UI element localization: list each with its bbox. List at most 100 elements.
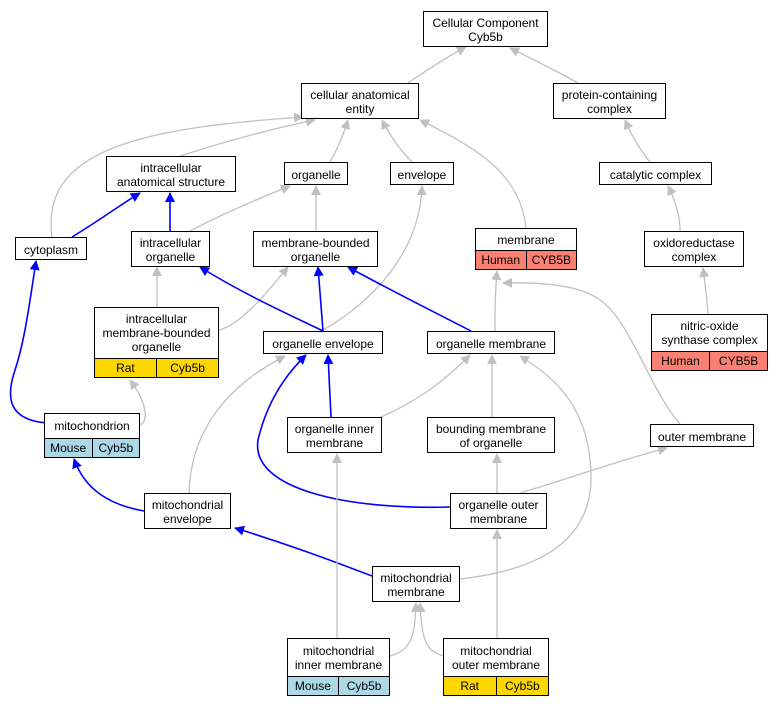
edge-cellular-anatomical-entity-to-cellular-component: [407, 46, 467, 84]
edge-organelle-envelope-to-intracellular-organelle: [199, 266, 324, 332]
node-label: protein-containing complex: [561, 88, 658, 116]
edge-nitric-oxide-synthase-complex-to-oxidoreductase-complex: [699, 267, 710, 315]
annotation-tags: Rat Cyb5b: [442, 676, 550, 697]
edge-mitochondrial-membrane-to-organelle-membrane: [459, 355, 592, 580]
node-nitric-oxide-synthase-complex[interactable]: nitric-oxide synthase complex Human CYB5…: [650, 314, 769, 372]
node-label: organelle outer membrane: [458, 498, 539, 526]
species-tag: Human: [474, 250, 527, 271]
node-organelle-outer-membrane[interactable]: organelle outer membrane: [450, 493, 547, 529]
edge-mitochondrion-to-intracellular-membrane-bounded-organelle: [129, 379, 146, 426]
gene-tag: Cyb5b: [339, 676, 391, 697]
node-intracellular-organelle[interactable]: intracellular organelle: [131, 231, 210, 267]
edge-mitochondrial-envelope-to-organelle-envelope: [188, 355, 286, 494]
gene-tag: CYB5B: [710, 351, 769, 372]
node-label: mitochondrial envelope: [151, 498, 224, 526]
node-label: catalytic complex: [609, 167, 702, 182]
node-catalytic-complex[interactable]: catalytic complex: [599, 162, 712, 185]
edge-membrane-to-cellular-anatomical-entity: [419, 119, 527, 229]
node-label: organelle inner membrane: [294, 422, 375, 450]
node-label: organelle: [291, 167, 341, 182]
node-cellular-component[interactable]: Cellular Component Cyb5b: [423, 11, 548, 47]
annotation-tags: Mouse Cyb5b: [286, 676, 391, 697]
node-label: intracellular anatomical structure: [116, 161, 226, 189]
gene-tag: CYB5B: [526, 250, 578, 271]
edge-cytoplasm-to-intracellular-anatomical-structure: [71, 192, 141, 238]
node-organelle-inner-membrane[interactable]: organelle inner membrane: [287, 417, 382, 453]
node-bounding-membrane-of-organelle[interactable]: bounding membrane of organelle: [427, 417, 555, 453]
edge-outer-membrane-to-membrane: [502, 277, 681, 425]
species-tag: Human: [650, 351, 710, 372]
gene-tag: Cyb5b: [92, 438, 141, 459]
node-mitochondrial-membrane[interactable]: mitochondrial membrane: [372, 566, 460, 602]
edge-organelle-envelope-to-membrane-bounded-organelle: [313, 266, 324, 332]
node-oxidoreductase-complex[interactable]: oxidoreductase complex: [644, 231, 744, 267]
gene-tag: Cyb5b: [496, 676, 550, 697]
node-label: intracellular membrane-bounded organelle: [102, 312, 211, 354]
edge-mitochondrial-membrane-to-mitochondrial-envelope: [234, 525, 373, 577]
edge-organelle-envelope-to-envelope: [320, 185, 427, 332]
node-label: cytoplasm: [23, 242, 79, 257]
edge-mitochondrial-envelope-to-mitochondrion: [72, 458, 145, 512]
node-organelle[interactable]: organelle: [284, 162, 348, 185]
node-mitochondrial-inner-membrane[interactable]: mitochondrial inner membrane Mouse Cyb5b: [286, 638, 391, 697]
node-label: envelope: [397, 167, 447, 182]
node-label: mitochondrion: [54, 419, 130, 433]
node-mitochondrial-outer-membrane[interactable]: mitochondrial outer membrane Rat Cyb5b: [442, 638, 550, 697]
node-label: intracellular organelle: [139, 236, 202, 264]
annotation-tags: Mouse Cyb5b: [43, 438, 141, 459]
node-label: bounding membrane of organelle: [435, 422, 547, 450]
node-mitochondrial-envelope[interactable]: mitochondrial envelope: [144, 493, 231, 529]
edge-cytoplasm-to-cellular-anatomical-entity: [50, 112, 304, 238]
node-label: nitric-oxide synthase complex: [661, 319, 758, 347]
node-label: mitochondrial outer membrane: [451, 643, 541, 672]
node-label: mitochondrial inner membrane: [294, 643, 383, 672]
node-cytoplasm[interactable]: cytoplasm: [15, 237, 87, 260]
edge-organelle-outer-membrane-to-organelle-envelope: [256, 354, 451, 509]
node-intracellular-membrane-bounded-organelle[interactable]: intracellular membrane-bounded organelle…: [93, 307, 220, 379]
edge-catalytic-complex-to-protein-containing-complex: [624, 119, 651, 163]
node-label: oxidoreductase complex: [653, 236, 735, 264]
edge-mitochondrial-inner-membrane-to-mitochondrial-membrane: [389, 602, 421, 657]
node-label: membrane: [497, 232, 555, 247]
annotation-tags: Rat Cyb5b: [93, 358, 220, 379]
annotation-tags: Human CYB5B: [650, 351, 769, 372]
edge-envelope-to-cellular-anatomical-entity: [381, 119, 413, 163]
edge-protein-containing-complex-to-cellular-component: [509, 47, 579, 84]
edge-mitochondrion-to-cytoplasm: [9, 260, 48, 424]
node-label: cellular anatomical entity: [310, 88, 410, 116]
node-outer-membrane[interactable]: outer membrane: [650, 424, 754, 447]
edge-organelle-membrane-to-membrane-bounded-organelle: [347, 266, 472, 332]
species-tag: Mouse: [286, 676, 339, 697]
species-tag: Rat: [442, 676, 497, 697]
node-label: Cellular Component Cyb5b: [432, 16, 539, 44]
node-envelope[interactable]: envelope: [390, 162, 454, 185]
node-label: organelle envelope: [272, 336, 374, 351]
edge-organelle-inner-membrane-to-organelle-membrane: [380, 354, 471, 418]
edge-mitochondrial-outer-membrane-to-mitochondrial-membrane: [415, 602, 444, 657]
node-intracellular-anatomical-structure[interactable]: intracellular anatomical structure: [106, 156, 236, 192]
node-protein-containing-complex[interactable]: protein-containing complex: [553, 83, 666, 119]
node-membrane[interactable]: membrane Human CYB5B: [474, 228, 578, 271]
node-cellular-anatomical-entity[interactable]: cellular anatomical entity: [301, 83, 419, 119]
edge-organelle-to-cellular-anatomical-entity: [329, 119, 351, 163]
node-label: outer membrane: [657, 429, 747, 444]
gene-tag: Cyb5b: [157, 358, 220, 379]
annotation-tags: Human CYB5B: [474, 250, 578, 271]
edge-organelle-membrane-to-membrane: [491, 270, 502, 332]
node-label: membrane-bounded organelle: [261, 236, 370, 264]
edge-intracellular-membrane-bounded-organelle-to-membrane-bounded-organelle: [218, 266, 289, 331]
edge-intracellular-anatomical-structure-to-cellular-anatomical-entity: [179, 116, 316, 157]
node-label: mitochondrial membrane: [380, 571, 452, 599]
edge-intracellular-organelle-to-organelle: [189, 184, 291, 232]
node-organelle-envelope[interactable]: organelle envelope: [263, 331, 383, 354]
node-organelle-membrane[interactable]: organelle membrane: [427, 331, 555, 354]
species-tag: Mouse: [43, 438, 93, 459]
species-tag: Rat: [93, 358, 157, 379]
edge-organelle-outer-membrane-to-outer-membrane: [519, 445, 668, 494]
node-membrane-bounded-organelle[interactable]: membrane-bounded organelle: [253, 231, 378, 267]
node-label: organelle membrane: [435, 336, 547, 351]
node-mitochondrion[interactable]: mitochondrion Mouse Cyb5b: [43, 413, 141, 459]
edge-oxidoreductase-complex-to-catalytic-complex: [667, 185, 681, 232]
